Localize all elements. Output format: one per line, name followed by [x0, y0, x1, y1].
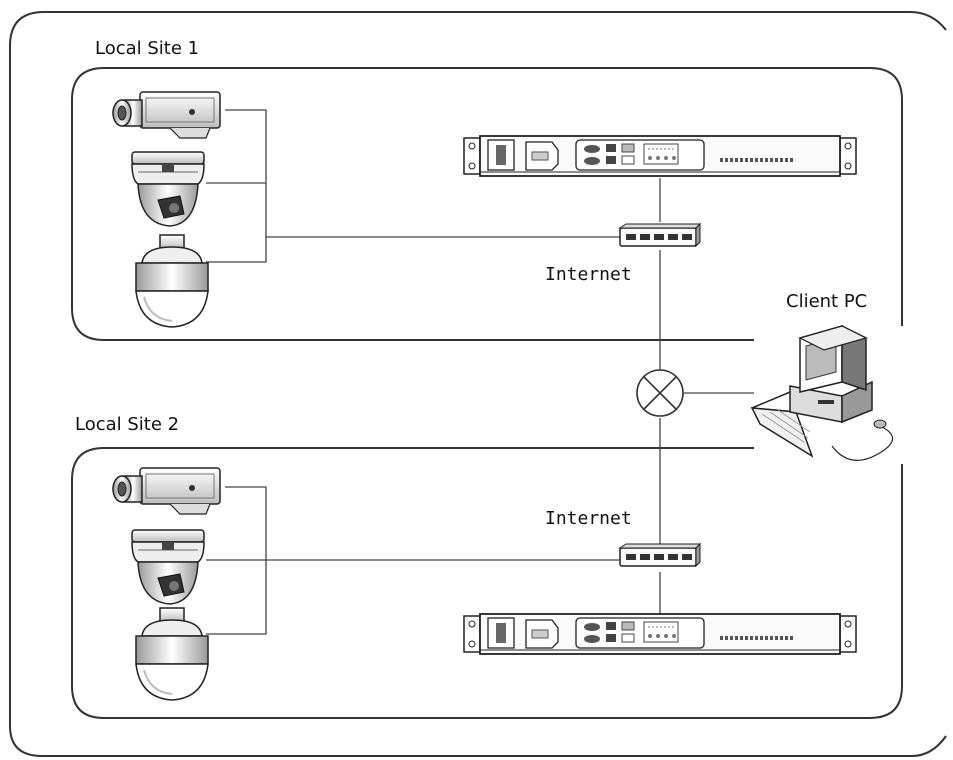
site1-nvr-rack-icon	[462, 134, 858, 178]
internet-crossed-circle-icon	[636, 369, 684, 417]
site1-internet-label: Internet	[545, 264, 632, 285]
site2-wiring	[206, 418, 661, 635]
client-pc-label: Client PC	[786, 291, 867, 312]
site1-network-switch-icon	[619, 223, 701, 247]
outer-frame	[9, 11, 947, 757]
site2-panel	[71, 447, 903, 719]
site2-internet-label: Internet	[545, 508, 632, 529]
site1-ptz-camera-icon	[135, 234, 209, 328]
site1-label: Local Site 1	[95, 38, 199, 59]
site1-panel	[71, 67, 903, 341]
site2-network-switch-icon	[619, 543, 701, 567]
site2-nvr-rack-icon	[462, 612, 858, 656]
site1-wiring	[206, 109, 661, 370]
site2-ptz-camera-icon	[135, 607, 209, 701]
site1-box-camera-icon	[112, 91, 221, 139]
site2-box-camera-icon	[112, 467, 221, 515]
site2-dome-camera-icon	[131, 529, 205, 605]
site2-label: Local Site 2	[75, 414, 179, 435]
site1-dome-camera-icon	[131, 151, 205, 227]
client-pc-icon	[750, 324, 894, 461]
